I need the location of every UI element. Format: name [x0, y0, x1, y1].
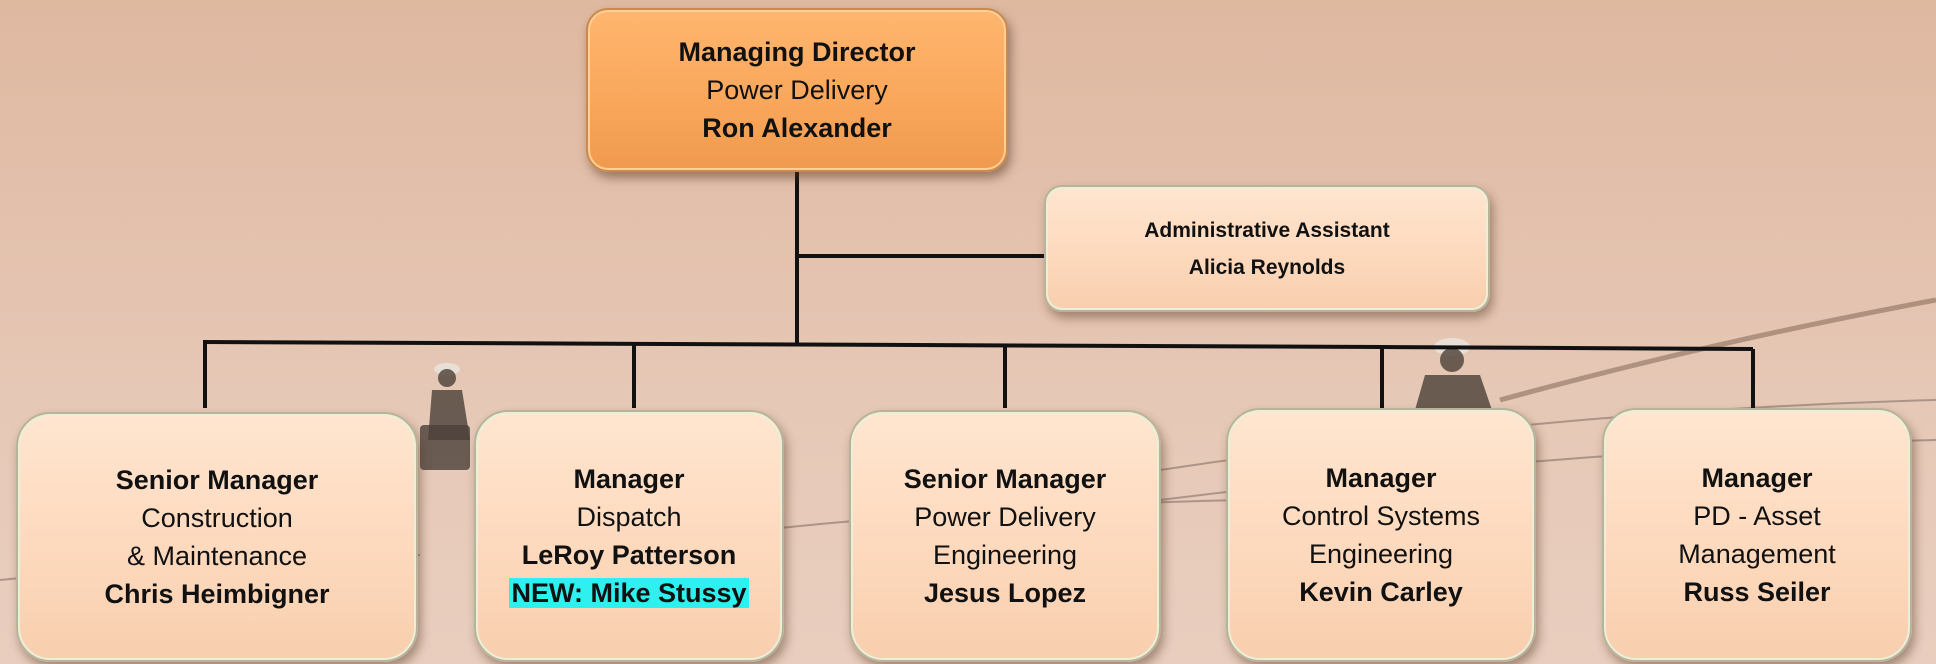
node-person-name: Ron Alexander: [702, 113, 892, 143]
manager-dispatch-node: Manager Dispatch LeRoy Patterson NEW: Mi…: [474, 410, 784, 662]
node-title: Manager: [1701, 463, 1813, 493]
node-person-name: Jesus Lopez: [923, 578, 1087, 608]
node-department: & Maintenance: [126, 541, 308, 571]
lineworker-silhouette-left: [420, 363, 470, 470]
node-department: Engineering: [1308, 539, 1454, 569]
node-person-name: Alicia Reynolds: [1188, 255, 1346, 279]
node-person-name: Russ Seiler: [1683, 577, 1831, 607]
node-title: Senior Manager: [115, 465, 319, 495]
lineworker-silhouette-right: [1415, 338, 1492, 410]
node-department: Control Systems: [1281, 501, 1481, 531]
node-title: Administrative Assistant: [1144, 218, 1390, 242]
node-department: Power Delivery: [914, 502, 1096, 532]
node-title: Senior Manager: [903, 464, 1107, 494]
node-department: Engineering: [932, 540, 1078, 570]
node-department: Power Delivery: [706, 75, 888, 105]
manager-asset-management-node: Manager PD - Asset Management Russ Seile…: [1602, 408, 1912, 662]
manager-control-systems-node: Manager Control Systems Engineering Kevi…: [1226, 408, 1536, 662]
node-person-name: Kevin Carley: [1299, 577, 1463, 607]
administrative-assistant-node: Administrative Assistant Alicia Reynolds: [1044, 185, 1490, 312]
node-title: Manager: [573, 464, 685, 494]
node-person-name: Chris Heimbigner: [104, 579, 330, 609]
senior-manager-pd-engineering-node: Senior Manager Power Delivery Engineerin…: [849, 410, 1161, 662]
node-department: Construction: [141, 503, 293, 533]
node-title: Manager: [1325, 463, 1437, 493]
node-person-name: LeRoy Patterson: [521, 540, 737, 570]
new-manager-highlight: NEW: Mike Stussy: [509, 578, 749, 608]
node-department: Management: [1678, 539, 1836, 569]
node-title: Managing Director: [678, 37, 916, 67]
senior-manager-construction-node: Senior Manager Construction & Maintenanc…: [16, 412, 418, 662]
node-department: Dispatch: [576, 502, 682, 532]
managing-director-node: Managing Director Power Delivery Ron Ale…: [586, 8, 1008, 172]
node-department: PD - Asset: [1693, 501, 1821, 531]
